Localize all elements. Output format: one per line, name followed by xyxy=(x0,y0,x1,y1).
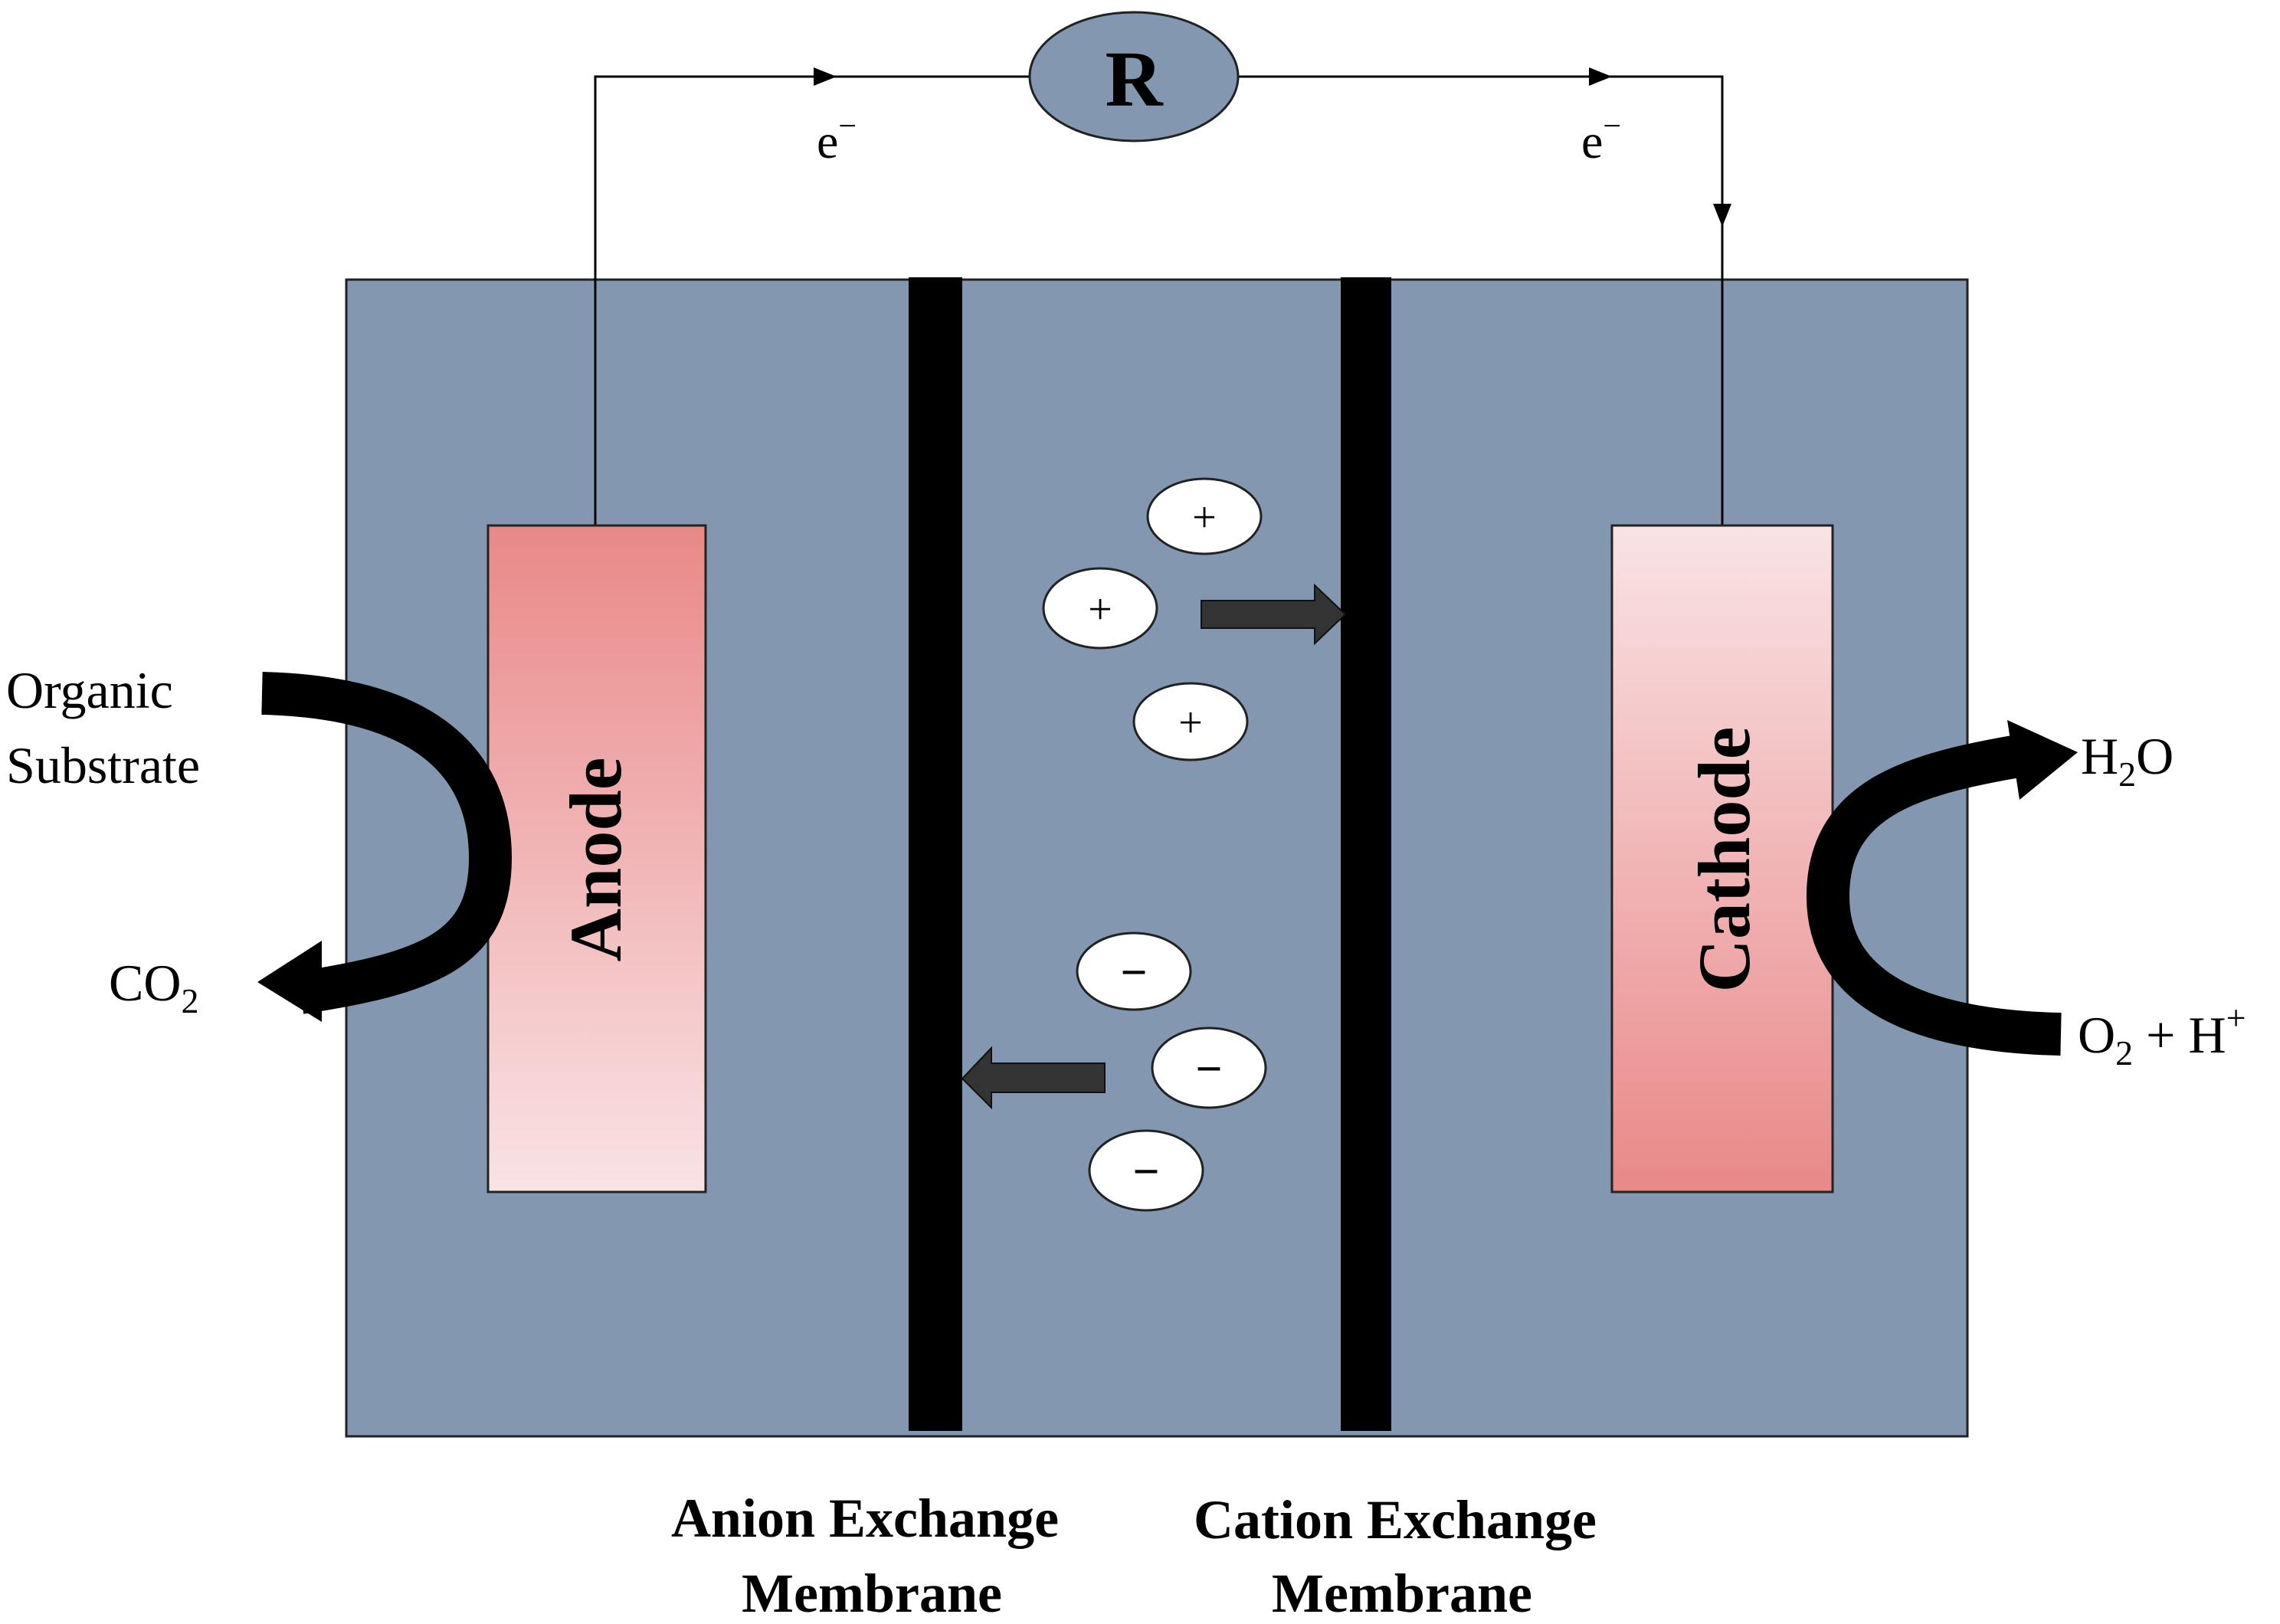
anion xyxy=(1076,932,1192,1011)
cation-group: + + + xyxy=(1042,477,1263,761)
resistor-label: R xyxy=(1105,35,1164,123)
cation-symbol: + xyxy=(1192,494,1217,542)
cation-symbol: + xyxy=(1178,699,1203,747)
anion-flow-arrow-icon xyxy=(961,1046,1106,1110)
circuit-wire-right xyxy=(1237,75,1724,526)
cation-exchange-membrane xyxy=(1341,277,1391,1431)
anion-symbol: − xyxy=(1120,947,1147,999)
cation xyxy=(1042,567,1158,650)
anion-membrane-label: Anion Exchange Membrane xyxy=(671,1488,1073,1624)
cation-membrane-label: Cation Exchange Membrane xyxy=(1194,1489,1610,1624)
cation-flow-arrow-icon xyxy=(1201,583,1347,646)
cathode-label: Cathode xyxy=(1683,727,1765,993)
anion xyxy=(1151,1026,1267,1109)
co2-arrowhead-icon xyxy=(257,941,322,1022)
cathode-reaction-arrow xyxy=(1807,734,2062,1056)
cathode-electrode xyxy=(1610,524,1834,1193)
h2o-label: H2O xyxy=(2081,727,2174,794)
anode-reaction-arrow xyxy=(261,672,512,1014)
cation xyxy=(1146,477,1263,555)
o2-h-label: O2 + H+ xyxy=(2078,998,2246,1072)
anion-group: − − − xyxy=(1076,932,1267,1212)
anion-symbol: − xyxy=(1132,1146,1159,1198)
electron-arrow-down-icon xyxy=(1713,204,1731,227)
anion-symbol: − xyxy=(1195,1043,1222,1095)
h2o-arrowhead-icon xyxy=(2007,720,2078,800)
electron-label-left: e− xyxy=(817,109,857,169)
anion xyxy=(1088,1129,1204,1212)
resistor xyxy=(1028,11,1240,142)
electron-arrow-left-icon xyxy=(814,67,837,86)
electron-arrow-right-icon xyxy=(1589,67,1612,86)
circuit-wire xyxy=(594,75,1031,526)
electron-label-right: e− xyxy=(1581,109,1621,169)
cation-symbol: + xyxy=(1088,586,1112,634)
organic-substrate-label: Organic Substrate xyxy=(6,661,200,794)
co2-label: CO2 xyxy=(109,954,198,1020)
anion-exchange-membrane xyxy=(909,277,962,1431)
cation xyxy=(1132,682,1249,761)
anode-label: Anode xyxy=(555,758,637,962)
